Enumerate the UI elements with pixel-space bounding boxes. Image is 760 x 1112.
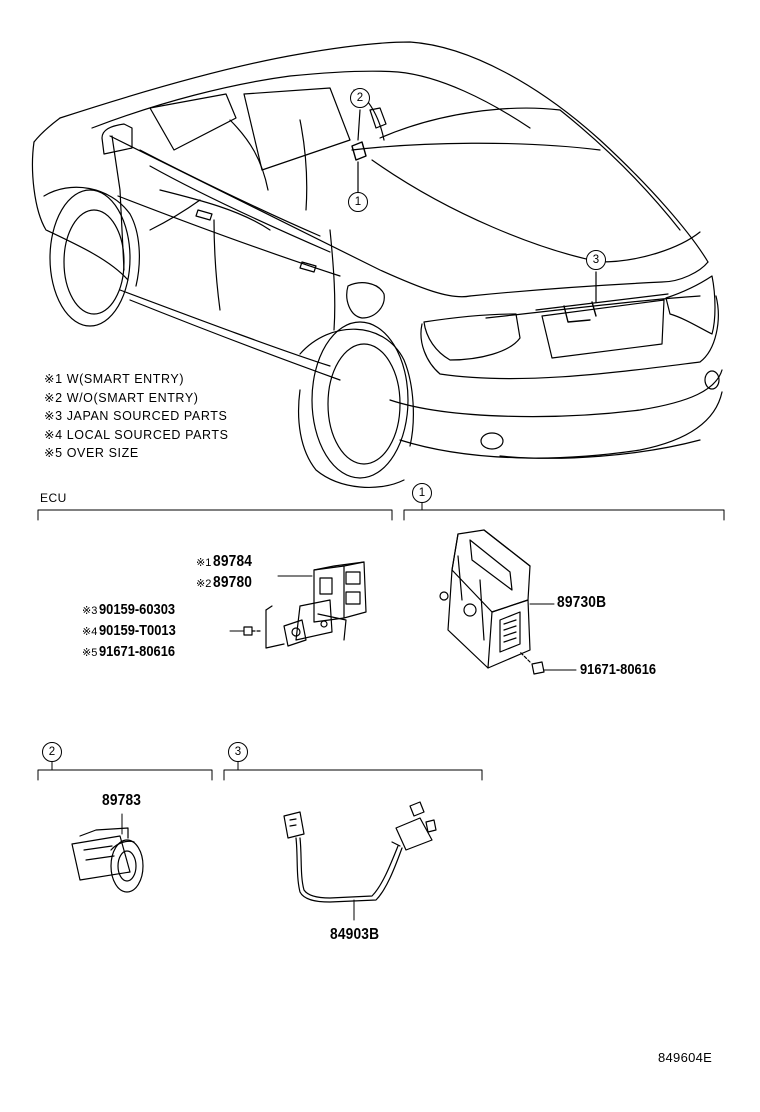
part-number: 90159-60303 (99, 601, 176, 618)
note-local-sourced: ※4 LOCAL SOURCED PARTS (44, 427, 229, 442)
sensor-illustration (71, 813, 144, 893)
footnote-legend: ※1 W(SMART ENTRY) ※2 W/O(SMART ENTRY) ※3… (44, 370, 229, 463)
section-1-number: 1 (412, 483, 432, 503)
figure-code: 849604E (658, 1050, 713, 1065)
part-mark: ※4 (82, 626, 98, 638)
part-mark: ※3 (82, 605, 98, 617)
part-label-89730B[interactable]: 89730B (557, 594, 607, 611)
part-mark: ※1 (196, 557, 212, 569)
part-number: 91671-80616 (99, 643, 176, 660)
part-number: 90159-T0013 (99, 622, 177, 639)
callout-3: 3 (586, 250, 606, 270)
note-without-smart-entry: ※2 W/O(SMART ENTRY) (44, 390, 199, 405)
part-number: 89784 (213, 553, 253, 570)
harness-illustration (283, 801, 437, 921)
section-brackets (37, 500, 725, 781)
section-ecu-label: ECU (40, 491, 67, 505)
ecu-illustration (229, 561, 367, 649)
part-label-89783[interactable]: 89783 (102, 792, 142, 809)
part-mark: ※5 (82, 647, 98, 659)
module-illustration (439, 529, 577, 675)
callout-1: 1 (348, 192, 368, 212)
callout-2: 2 (350, 88, 370, 108)
part-label-84903B[interactable]: 84903B (330, 926, 380, 943)
part-number: 89780 (213, 574, 253, 591)
part-label-91671-80616[interactable]: 91671-80616 (580, 661, 657, 678)
section-2-number: 2 (42, 742, 62, 762)
note-over-size: ※5 OVER SIZE (44, 446, 139, 461)
part-mark: ※2 (196, 578, 212, 590)
section-3-number: 3 (228, 742, 248, 762)
note-smart-entry: ※1 W(SMART ENTRY) (44, 372, 185, 386)
note-japan-sourced: ※3 JAPAN SOURCED PARTS (44, 409, 228, 424)
